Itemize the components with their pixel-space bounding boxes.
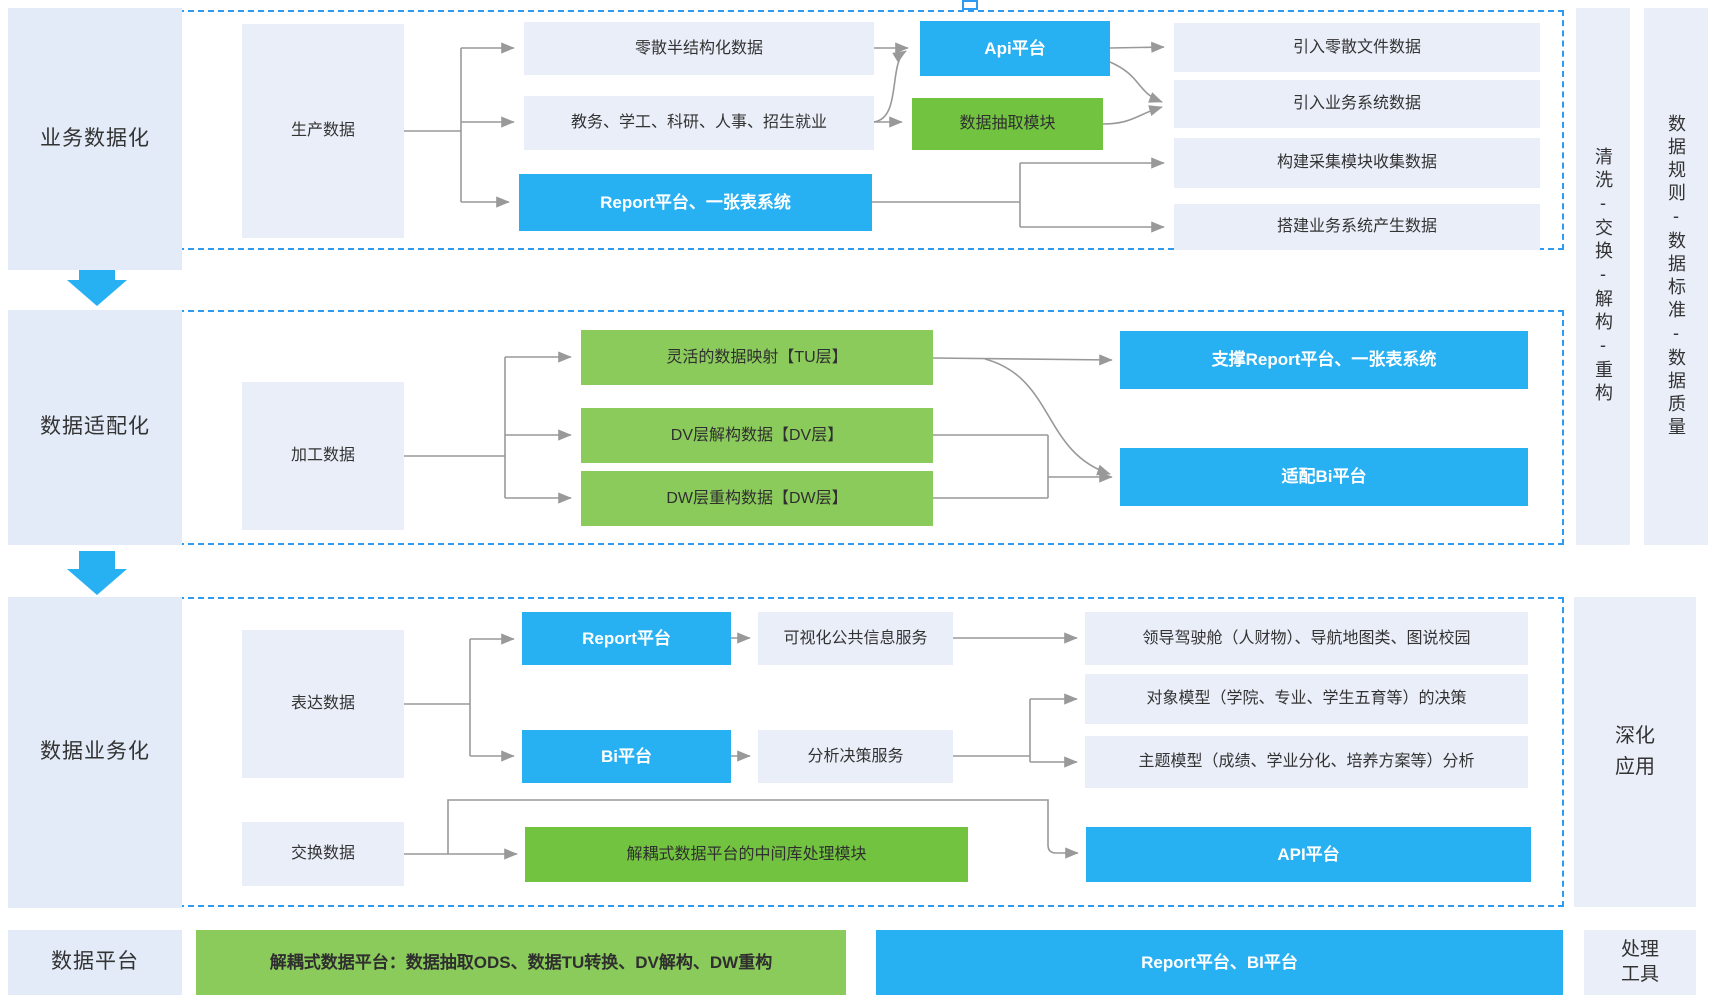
node-text: 数据抽取模块	[959, 115, 1056, 132]
bar-report-bi-platform: Report平台、BI平台	[876, 930, 1563, 995]
node-processing-data: 加工数据	[242, 382, 404, 530]
node-text: 生产数据	[290, 122, 355, 139]
node-report-platform-onetable: Report平台、一张表系统	[519, 174, 872, 231]
node-text: 主题模型（成绩、学业分化、培养方案等）分析	[1138, 753, 1475, 770]
node-text: 引入零散文件数据	[1292, 38, 1421, 56]
bar-decoupled-data-platform: 解耦式数据平台：数据抽取ODS、数据TU转换、DV解构、DW重构	[196, 930, 846, 995]
phase-label-business-datafication: 业务数据化	[8, 8, 182, 270]
node-semi-structured-data: 零散半结构化数据	[524, 22, 874, 75]
node-text: 对象模型（学院、专业、学生五育等）的决策	[1146, 690, 1467, 707]
rail-deepen-application: 深化应用	[1574, 597, 1696, 907]
bar-text: 解耦式数据平台：数据抽取ODS、数据TU转换、DV解构、DW重构	[269, 952, 773, 972]
node-text: Api平台	[984, 38, 1046, 58]
node-data-extract-module: 数据抽取模块	[912, 98, 1103, 150]
node-text: 搭建业务系统产生数据	[1276, 218, 1437, 235]
down-arrow-icon	[67, 551, 127, 595]
node-dw-layer: DW层重构数据【DW层】	[581, 471, 933, 526]
rail-data-rules-standards-quality: 数据规则-数据标准-数据质量	[1644, 8, 1708, 545]
phase-label-data-businessification: 数据业务化	[8, 597, 182, 908]
node-text: DW层重构数据【DW层】	[666, 489, 848, 507]
node-text: 加工数据	[290, 447, 355, 464]
node-text: Report平台、一张表系统	[600, 192, 791, 212]
node-import-business-data: 引入业务系统数据	[1174, 80, 1540, 128]
node-text: 支撑Report平台、一张表系统	[1211, 350, 1437, 370]
bar-text: Report平台、BI平台	[1141, 952, 1298, 972]
node-bi-platform: Bi平台	[522, 730, 731, 783]
node-api-platform-s1: Api平台	[920, 21, 1110, 76]
node-analysis-decision-service: 分析决策服务	[758, 730, 953, 783]
node-object-model-decision: 对象模型（学院、专业、学生五育等）的决策	[1085, 674, 1528, 724]
phase-label-text: 数据业务化	[40, 740, 150, 764]
rail-text: 处理工具	[1620, 938, 1659, 985]
node-import-scattered-files: 引入零散文件数据	[1174, 23, 1540, 72]
node-build-business-systems: 搭建业务系统产生数据	[1174, 204, 1540, 250]
node-leader-cockpit: 领导驾驶舱（人财物）、导航地图类、图说校园	[1085, 612, 1528, 665]
node-build-collection-module: 构建采集模块收集数据	[1174, 138, 1540, 188]
node-exchange-data: 交换数据	[242, 822, 404, 886]
node-text: API平台	[1277, 844, 1340, 864]
phase-label-text: 数据适配化	[40, 415, 150, 439]
node-adapt-bi-platform: 适配Bi平台	[1120, 448, 1528, 506]
phase-label-text: 数据平台	[51, 950, 139, 974]
rail-text: 深化应用	[1615, 725, 1655, 778]
phase-label-text: 业务数据化	[40, 126, 150, 150]
node-text: Report平台	[582, 628, 671, 648]
node-text: 领导驾驶舱（人财物）、导航地图类、图说校园	[1142, 629, 1471, 647]
node-text: DV层解构数据【DV层】	[670, 426, 844, 444]
node-decoupled-middleware-module: 解耦式数据平台的中间库处理模块	[525, 827, 968, 882]
node-report-platform-s3: Report平台	[522, 612, 731, 665]
node-text: 解耦式数据平台的中间库处理模块	[626, 845, 867, 863]
rail-text: 清洗-交换-解构-重构	[1593, 147, 1613, 406]
node-business-systems: 教务、学工、科研、人事、招生就业	[524, 96, 874, 150]
node-text: 构建采集模块收集数据	[1276, 154, 1437, 171]
rail-processing-tools: 处理工具	[1584, 930, 1696, 995]
node-text: 零散半结构化数据	[634, 39, 763, 57]
node-visual-public-info-service: 可视化公共信息服务	[758, 612, 953, 665]
node-text: 表达数据	[290, 695, 355, 712]
node-theme-model-analysis: 主题模型（成绩、学业分化、培养方案等）分析	[1085, 736, 1528, 788]
node-support-report-onetable: 支撑Report平台、一张表系统	[1120, 331, 1528, 389]
selection-handle-square	[962, 0, 978, 10]
node-text: 灵活的数据映射【TU层】	[666, 348, 848, 366]
phase-label-data-adaptation: 数据适配化	[8, 310, 182, 545]
node-production-data: 生产数据	[242, 24, 404, 238]
node-dv-layer: DV层解构数据【DV层】	[581, 408, 933, 463]
node-text: 引入业务系统数据	[1292, 95, 1421, 112]
node-api-platform-s3: API平台	[1086, 827, 1531, 882]
node-text: Bi平台	[601, 746, 652, 766]
rail-text: 数据规则-数据标准-数据质量	[1666, 113, 1686, 440]
node-text: 可视化公共信息服务	[783, 629, 928, 647]
node-text: 交换数据	[290, 845, 355, 862]
node-text: 适配Bi平台	[1281, 467, 1367, 487]
node-tu-layer: 灵活的数据映射【TU层】	[581, 330, 933, 385]
node-text: 分析决策服务	[807, 747, 904, 765]
node-express-data: 表达数据	[242, 630, 404, 778]
rail-clean-exchange-deconstruct-rebuild: 清洗-交换-解构-重构	[1576, 8, 1630, 545]
phase-label-data-platform: 数据平台	[8, 930, 182, 995]
node-text: 教务、学工、科研、人事、招生就业	[570, 114, 827, 131]
